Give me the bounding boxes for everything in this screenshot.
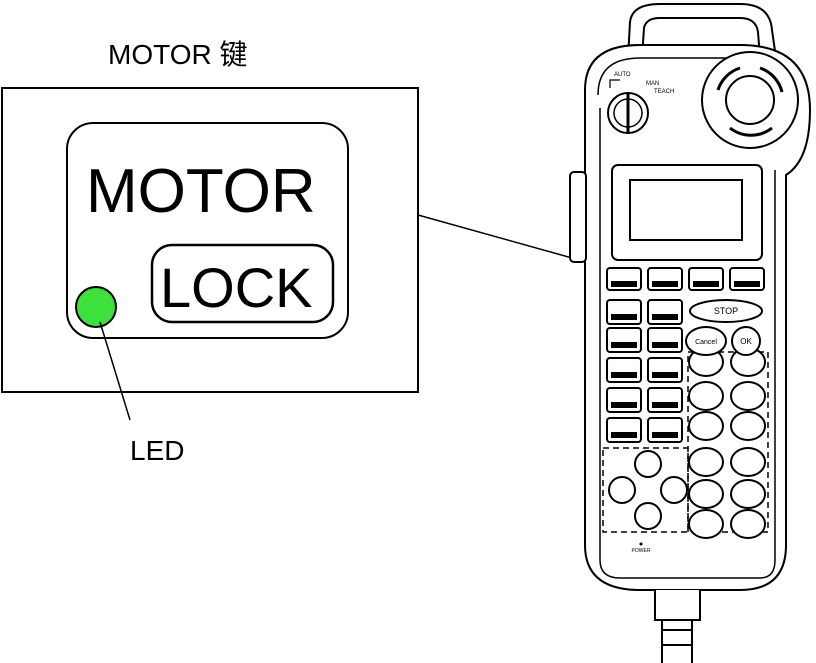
function-key[interactable] — [647, 357, 683, 383]
jog-key[interactable] — [688, 411, 724, 441]
function-key[interactable] — [647, 299, 683, 325]
cursor-key[interactable] — [660, 476, 688, 504]
led-leader-line — [99, 321, 131, 421]
pendant-handle — [627, 3, 777, 59]
function-key[interactable] — [647, 417, 683, 443]
cancel-key-label: Cancel — [695, 339, 717, 346]
motor-key-text: MOTOR — [86, 157, 316, 226]
function-key[interactable] — [606, 387, 642, 413]
key-label-strip — [652, 314, 678, 320]
key-label-strip — [652, 372, 678, 378]
mode-label-man: MAN — [646, 81, 659, 87]
key-label-strip — [652, 342, 678, 348]
pendant-handle-inner — [641, 17, 761, 59]
cursor-key[interactable] — [608, 476, 636, 504]
power-label: POWER — [632, 548, 651, 554]
function-key[interactable] — [606, 299, 642, 325]
cursor-key[interactable] — [634, 502, 662, 530]
stop-key-label: STOP — [714, 306, 738, 316]
function-key[interactable] — [606, 357, 642, 383]
jog-key[interactable] — [688, 479, 724, 509]
ok-key[interactable] — [731, 326, 761, 356]
key-label-strip — [734, 281, 760, 287]
key-label-strip — [611, 342, 637, 348]
led-indicator — [75, 286, 117, 328]
mode-label-teach: TEACH — [654, 89, 674, 95]
key-label-strip — [611, 314, 637, 320]
cursor-key[interactable] — [634, 450, 662, 478]
screen-bezel — [611, 164, 763, 261]
function-key[interactable] — [647, 387, 683, 413]
key-label-strip — [693, 281, 719, 287]
function-key[interactable] — [606, 327, 642, 353]
key-label-strip — [652, 432, 678, 438]
pendant-keypad — [606, 267, 766, 539]
power-led — [639, 542, 643, 546]
emergency-stop-button[interactable] — [701, 51, 799, 149]
lock-text: LOCK — [160, 256, 313, 319]
jog-key[interactable] — [730, 479, 766, 509]
jog-key[interactable] — [730, 411, 766, 441]
side-enable-switch[interactable] — [569, 171, 587, 263]
key-label-strip — [611, 281, 637, 287]
jog-key[interactable] — [730, 381, 766, 411]
jog-key[interactable] — [730, 447, 766, 477]
key-label-strip — [611, 432, 637, 438]
jog-key[interactable] — [688, 447, 724, 477]
ok-key-label: OK — [740, 337, 752, 346]
function-key[interactable] — [606, 417, 642, 443]
display-screen — [629, 179, 743, 241]
key-label-strip — [652, 281, 678, 287]
jog-key[interactable] — [730, 509, 766, 539]
callout-title: MOTOR 键 — [108, 39, 247, 70]
cancel-key[interactable] — [685, 326, 727, 356]
led-label: LED — [130, 435, 184, 466]
function-key[interactable] — [647, 327, 683, 353]
lock-label-box — [150, 243, 335, 324]
stop-key[interactable] — [689, 299, 763, 323]
key-label-strip — [611, 402, 637, 408]
jog-key[interactable] — [688, 509, 724, 539]
key-label-strip — [611, 372, 637, 378]
jog-key[interactable] — [688, 381, 724, 411]
key-label-strip — [652, 402, 678, 408]
mode-label-auto: AUTO — [614, 72, 631, 78]
